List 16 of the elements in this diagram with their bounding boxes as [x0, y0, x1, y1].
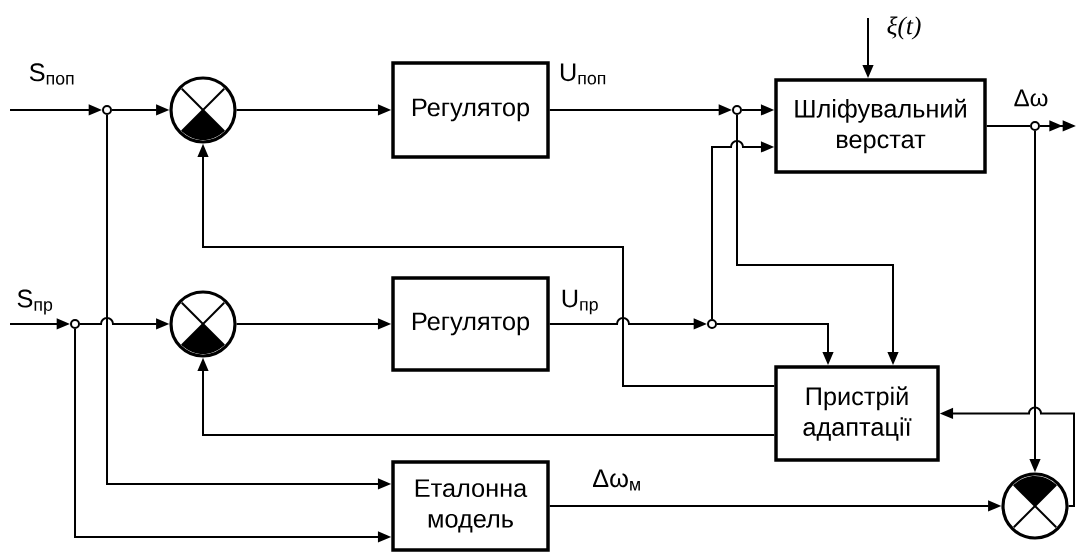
- edge-label: ξ(t): [885, 15, 923, 41]
- edge-label: U$_{поп}$: [557, 62, 609, 86]
- block-box: Регулятор: [391, 61, 550, 159]
- block-box: Еталонна модель: [391, 460, 550, 552]
- block-box: Пристрій адаптації: [774, 365, 940, 462]
- block-box: Шліфувальний верстат: [774, 78, 987, 174]
- connector-line: [985, 125, 1031, 127]
- edge-label: Δω$_{м}$: [590, 468, 644, 492]
- summing-junction: [169, 76, 237, 144]
- edge-label: S$_{поп}$: [27, 62, 77, 86]
- block-box: Регулятор: [391, 276, 550, 372]
- summing-junction: [1001, 472, 1069, 540]
- edge-label: Δω: [1012, 88, 1050, 108]
- edge-label: U$_{пр}$: [559, 288, 601, 316]
- edge-label: S$_{пр}$: [15, 288, 55, 316]
- summing-junction: [169, 290, 237, 358]
